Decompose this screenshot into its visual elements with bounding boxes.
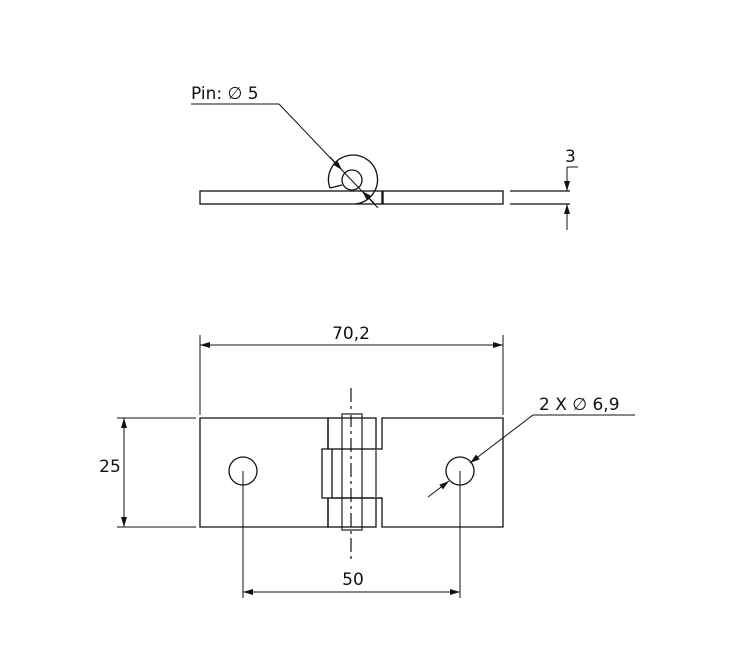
side-view	[199, 154, 570, 205]
knuckle-outline	[327, 154, 379, 205]
thickness-dimension: 3	[564, 147, 578, 230]
thickness-label: 3	[565, 147, 576, 167]
pin-label: Pin: ∅ 5	[191, 84, 259, 104]
hole-callout: 2 X ∅ 6,9	[427, 395, 635, 498]
plan-view	[199, 388, 504, 560]
pin-circle	[341, 169, 363, 191]
length-dimension: 70,2	[199, 324, 504, 415]
hole-spacing-label: 50	[342, 570, 364, 590]
width-dimension: 25	[99, 417, 196, 528]
width-label: 25	[99, 457, 121, 477]
left-leaf	[199, 417, 329, 528]
length-label: 70,2	[332, 324, 370, 344]
hole-spacing-dimension: 50	[242, 471, 461, 598]
right-leaf	[375, 417, 504, 528]
hole-label: 2 X ∅ 6,9	[539, 395, 620, 415]
pin-callout: Pin: ∅ 5	[191, 84, 379, 209]
